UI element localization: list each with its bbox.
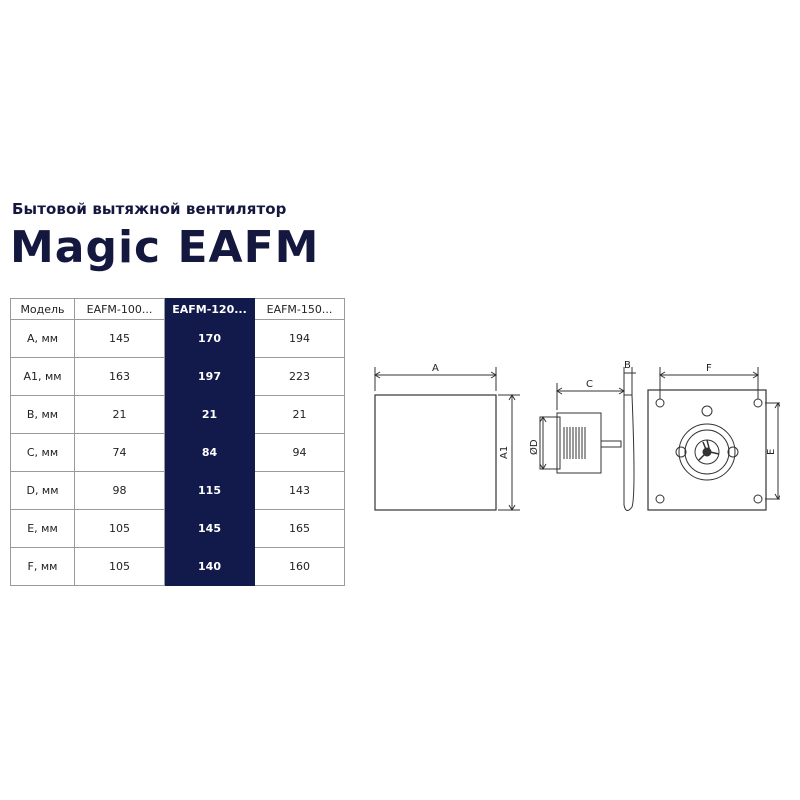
table-row: B, мм 21 21 21 [10, 395, 345, 434]
cell-eafm-120: 197 [164, 357, 255, 396]
row-label: B, мм [10, 395, 75, 434]
front-view-drawing [374, 367, 520, 511]
table-row: E, мм 105 145 165 [10, 509, 345, 548]
side-view-drawing [539, 367, 636, 511]
cell-eafm-150: 223 [254, 357, 345, 396]
cell-eafm-120: 145 [164, 509, 255, 548]
cell-eafm-120: 84 [164, 433, 255, 472]
table-row: A1, мм 163 197 223 [10, 357, 345, 396]
table-row: F, мм 105 140 160 [10, 547, 345, 586]
table-row: C, мм 74 84 94 [10, 433, 345, 472]
table-row: D, мм 98 115 143 [10, 471, 345, 510]
cell-eafm-100: 163 [74, 357, 165, 396]
table-row: A, мм 145 170 194 [10, 319, 345, 358]
dimensions-table: Модель EAFM-100... EAFM-120... EAFM-150.… [10, 298, 345, 586]
column-header-eafm-100: EAFM-100... [74, 298, 165, 320]
dim-label-c: C [586, 379, 593, 390]
cell-eafm-100: 74 [74, 433, 165, 472]
cell-eafm-100: 98 [74, 471, 165, 510]
cell-eafm-150: 160 [254, 547, 345, 586]
cell-eafm-150: 94 [254, 433, 345, 472]
cell-eafm-150: 165 [254, 509, 345, 548]
row-label: D, мм [10, 471, 75, 510]
product-title: Magic EAFM [10, 222, 320, 273]
column-header-eafm-120: EAFM-120... [164, 298, 255, 320]
dim-label-d: ØD [528, 439, 540, 455]
dim-label-a1: A1 [499, 446, 510, 459]
cell-eafm-120: 21 [164, 395, 255, 434]
technical-drawings: A A1 C B ØD [374, 360, 780, 511]
row-label: F, мм [10, 547, 75, 586]
cell-eafm-120: 140 [164, 547, 255, 586]
cell-eafm-150: 194 [254, 319, 345, 358]
dim-label-b: B [624, 360, 631, 371]
row-label: E, мм [10, 509, 75, 548]
dim-label-f: F [706, 363, 712, 374]
cell-eafm-150: 143 [254, 471, 345, 510]
row-label: A, мм [10, 319, 75, 358]
cell-eafm-120: 115 [164, 471, 255, 510]
column-header-eafm-150: EAFM-150... [254, 298, 345, 320]
dim-label-a: A [432, 363, 439, 374]
dim-label-e: E [766, 449, 777, 455]
cell-eafm-150: 21 [254, 395, 345, 434]
cell-eafm-120: 170 [164, 319, 255, 358]
row-label: C, мм [10, 433, 75, 472]
cell-eafm-100: 105 [74, 547, 165, 586]
row-label: A1, мм [10, 357, 75, 396]
product-subtitle: Бытовой вытяжной вентилятор [12, 200, 287, 218]
rear-view-drawing [647, 367, 780, 511]
cell-eafm-100: 21 [74, 395, 165, 434]
column-header-model: Модель [10, 298, 75, 320]
cell-eafm-100: 145 [74, 319, 165, 358]
table-header-row: Модель EAFM-100... EAFM-120... EAFM-150.… [10, 298, 345, 320]
cell-eafm-100: 105 [74, 509, 165, 548]
